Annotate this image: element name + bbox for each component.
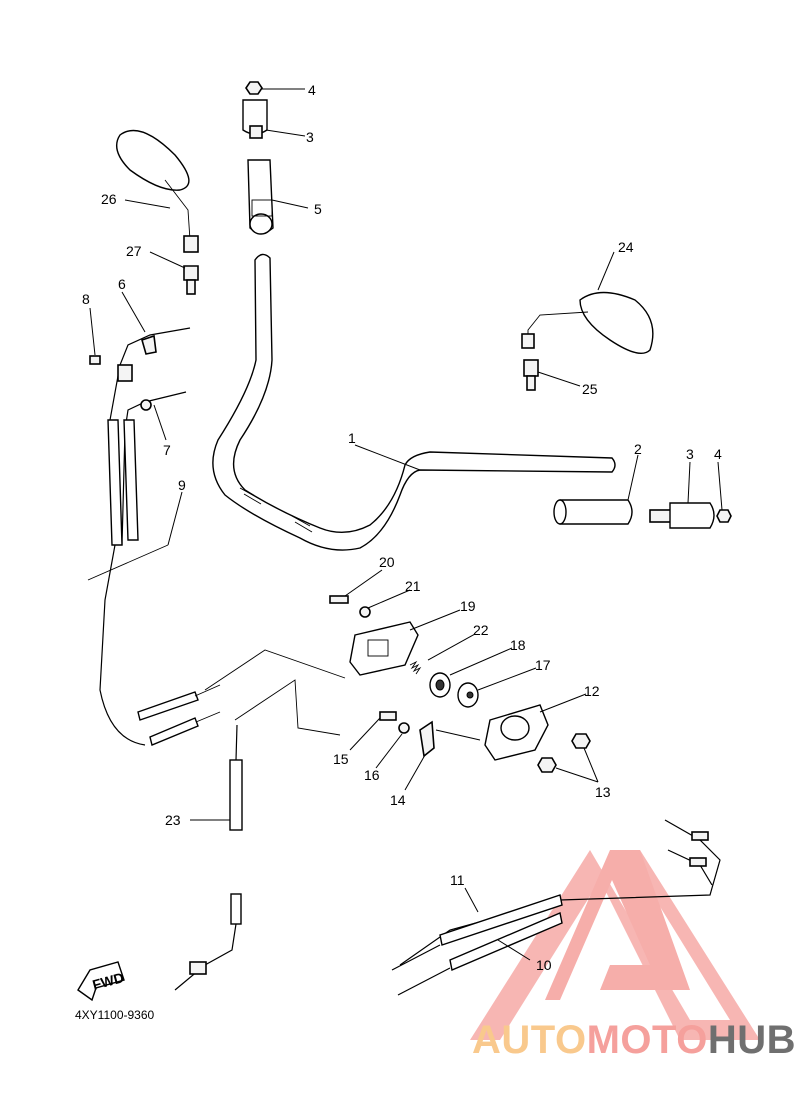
mirror-right bbox=[521, 291, 654, 354]
callout-23: 23 bbox=[165, 812, 181, 828]
callout-5: 5 bbox=[314, 201, 322, 217]
throttle-cables bbox=[87, 327, 191, 746]
nut-left bbox=[245, 81, 263, 95]
callout-6: 6 bbox=[118, 276, 126, 292]
callout-2: 2 bbox=[634, 441, 642, 457]
fwd-label: FWD bbox=[91, 969, 126, 993]
watermark-part-moto: MOTO bbox=[586, 1018, 708, 1062]
spring bbox=[409, 660, 422, 675]
callout-27: 27 bbox=[126, 243, 142, 259]
watermark-part-auto: AUTO bbox=[472, 1018, 587, 1062]
callout-19: 19 bbox=[460, 598, 476, 614]
bar-end-weight-left bbox=[242, 99, 268, 139]
callout-10: 10 bbox=[536, 957, 552, 973]
watermark-text: AUTOMOTOHUB bbox=[472, 1018, 796, 1063]
clutch-cables bbox=[391, 819, 721, 996]
bar-end-weight-right bbox=[649, 502, 715, 529]
callout-20: 20 bbox=[379, 554, 395, 570]
callout-26: 26 bbox=[101, 191, 117, 207]
callout-25: 25 bbox=[582, 381, 598, 397]
callout-11: 11 bbox=[450, 872, 465, 888]
collar bbox=[457, 682, 479, 708]
callout-labels: 1 2 3 3 4 4 5 6 7 8 9 10 11 12 13 14 15 … bbox=[82, 82, 722, 973]
handlebar bbox=[212, 253, 616, 551]
callout-18: 18 bbox=[510, 637, 526, 653]
mirror-left bbox=[116, 129, 199, 253]
callout-3-right: 3 bbox=[686, 446, 694, 462]
callout-4-left: 4 bbox=[308, 82, 316, 98]
callout-4-right: 4 bbox=[714, 446, 722, 462]
switch-housing-lower bbox=[484, 704, 549, 761]
callout-22: 22 bbox=[473, 622, 489, 638]
tachometer-cable bbox=[174, 724, 243, 991]
watermark-logo bbox=[470, 850, 760, 1040]
mirror-adaptor-left bbox=[183, 265, 199, 295]
mirror-adaptor-right bbox=[523, 359, 539, 391]
leader-lines bbox=[89, 88, 723, 961]
callout-17: 17 bbox=[535, 657, 551, 673]
pulley bbox=[429, 672, 451, 698]
callout-12: 12 bbox=[584, 683, 600, 699]
right-grip bbox=[553, 499, 633, 525]
watermark-part-hub: HUB bbox=[707, 1018, 797, 1062]
cable-ends bbox=[137, 684, 221, 746]
assembly-lines bbox=[204, 649, 481, 741]
callout-21: 21 bbox=[405, 578, 421, 594]
fwd-arrow: FWD bbox=[77, 961, 126, 1002]
nut-right bbox=[716, 509, 732, 523]
callout-14: 14 bbox=[390, 792, 406, 808]
switch-housing-upper bbox=[349, 621, 419, 676]
callout-7: 7 bbox=[163, 442, 171, 458]
left-grip bbox=[247, 159, 274, 235]
diagram-code: 4XY1100-9360 bbox=[75, 1008, 155, 1022]
screws bbox=[329, 595, 591, 773]
callout-15: 15 bbox=[333, 751, 349, 767]
callout-9: 9 bbox=[178, 477, 186, 493]
callout-3-left: 3 bbox=[306, 129, 314, 145]
callout-13: 13 bbox=[595, 784, 611, 800]
callout-8: 8 bbox=[82, 291, 90, 307]
callout-16: 16 bbox=[364, 767, 380, 783]
callout-24: 24 bbox=[618, 239, 634, 255]
callout-1: 1 bbox=[348, 430, 356, 446]
